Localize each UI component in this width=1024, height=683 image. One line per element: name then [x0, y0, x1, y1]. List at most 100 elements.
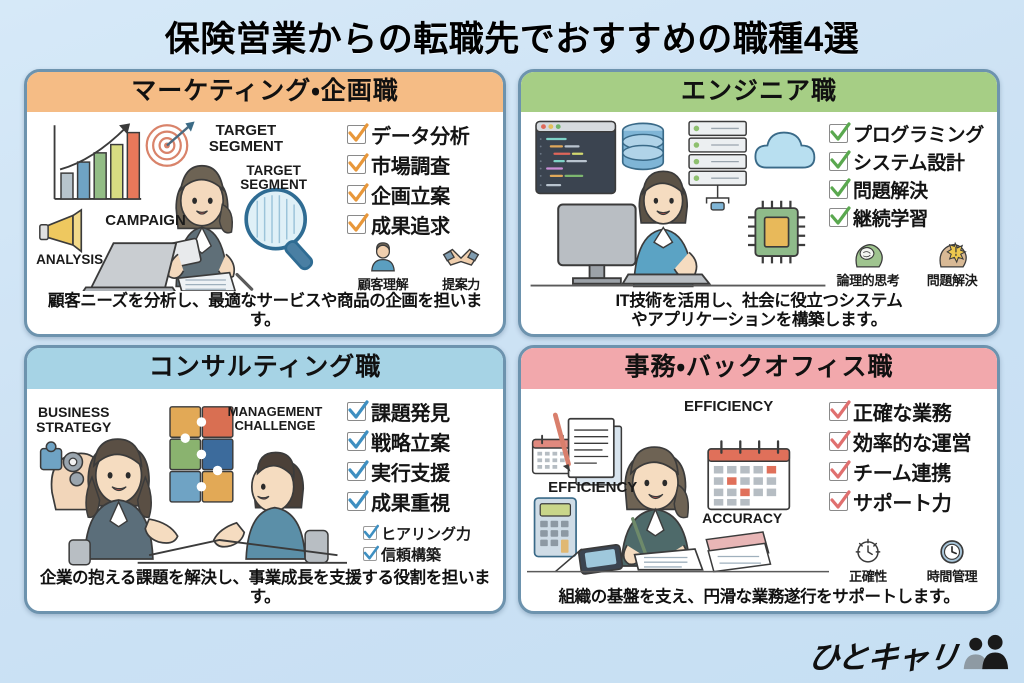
engineer-check-item[interactable]: 問題解決	[829, 176, 991, 203]
card-engineer[interactable]: エンジニア職	[518, 68, 1000, 338]
consulting-subcheck-item[interactable]: 信頼構築	[347, 544, 497, 565]
check-label: 効率的な運営	[853, 432, 972, 455]
checkbox-checked-icon[interactable]	[829, 178, 851, 200]
keyboard-icon	[621, 273, 712, 285]
clock-icon	[913, 532, 991, 566]
checkbox-checked-icon[interactable]	[347, 213, 369, 235]
engineer-icon-logical-thinking: 論理的思考	[829, 236, 907, 289]
marketing-check-item[interactable]: 市場調査	[347, 150, 497, 179]
monitor-icon	[557, 203, 637, 285]
subcheck-label: 信頼構築	[381, 546, 442, 564]
backoffice-illustration-svg	[527, 412, 829, 575]
icon-caption: 正確性	[849, 568, 887, 584]
card-consulting-body: BUSINESS STRATEGY MANAGEMENT CHALLENGE 課…	[27, 389, 503, 568]
office-woman-writing	[620, 445, 691, 567]
card-engineer-header: エンジニア職	[521, 71, 997, 113]
consulting-illustration-svg	[39, 405, 347, 566]
consultant-woman	[68, 438, 179, 566]
card-marketing[interactable]: マーケティング・企画職	[24, 68, 506, 338]
card-consulting-header: コンサルティング職	[27, 348, 503, 389]
check-label: サポート力	[853, 492, 952, 515]
backoffice-icon-pair: 正確性 時間管理	[829, 532, 991, 587]
card-engineer-footer-line2: やアプリケーションを構築します。	[631, 311, 887, 330]
consulting-check-item[interactable]: 戦略立案	[347, 427, 497, 456]
checkbox-checked-icon[interactable]	[829, 430, 851, 451]
marketing-checklist: データ分析 市場調査 企画立案	[347, 116, 497, 293]
checkbox-checked-icon[interactable]	[363, 524, 380, 541]
icon-caption: 顧客理解	[357, 277, 409, 293]
backoffice-check-item[interactable]: チーム連携	[829, 457, 991, 486]
checkbox-checked-icon[interactable]	[347, 460, 369, 481]
checkbox-checked-icon[interactable]	[347, 123, 369, 145]
backoffice-checklist: 正確な業務 効率的な運営 チーム連携	[829, 393, 991, 587]
consulting-check-item[interactable]: 実行支援	[347, 457, 497, 486]
marketing-check-item[interactable]: 企画立案	[347, 180, 497, 209]
document-icon	[176, 271, 254, 293]
card-engineer-body: プログラミング システム設計 問題解決	[521, 112, 997, 291]
backoffice-check-item[interactable]: 効率的な運営	[829, 427, 991, 456]
magnifier-icon	[244, 188, 314, 271]
marketing-illustration-svg	[39, 121, 314, 295]
bar-chart-icon	[53, 123, 142, 201]
checkbox-checked-icon[interactable]	[347, 153, 369, 175]
icon-caption: 時間管理	[926, 568, 978, 584]
checkbox-checked-icon[interactable]	[347, 430, 369, 451]
consulting-check-item[interactable]: 成果重視	[347, 487, 497, 516]
card-backoffice-header: 事務・バックオフィス職	[521, 348, 997, 389]
consulting-label-business-strategy: BUSINESS STRATEGY	[36, 404, 112, 435]
cards-grid: マーケティング・企画職	[0, 68, 1024, 614]
laptop-icon	[80, 242, 178, 295]
card-backoffice[interactable]: 事務・バックオフィス職	[518, 345, 1000, 614]
consulting-check-item[interactable]: 課題発見	[347, 397, 497, 426]
icon-caption: 問題解決	[926, 273, 978, 289]
card-consulting[interactable]: コンサルティング職	[24, 345, 506, 614]
consulting-illustration: BUSINESS STRATEGY MANAGEMENT CHALLENGE	[33, 393, 347, 568]
card-engineer-footer-line1: IT技術を活用し、社会に役立つシステム	[615, 292, 903, 311]
checkbox-checked-icon[interactable]	[829, 490, 851, 511]
card-backoffice-body: EFFICIENCY EFFICIENCY ACCURACY 正確な業務 効率的…	[521, 389, 997, 587]
consulting-subcheck-item[interactable]: ヒアリング力	[347, 523, 497, 544]
marketing-label-analysis: ANALYSIS	[36, 251, 104, 267]
checkbox-checked-icon[interactable]	[829, 206, 851, 228]
brain-head-icon	[829, 236, 907, 270]
engineer-illustration	[527, 116, 829, 291]
handshake-icon	[425, 240, 497, 274]
target-dart-icon	[145, 121, 195, 168]
marketing-illustration: TARGET SEGMENT TARGET SEGMENT CAMPAIGN A…	[33, 116, 347, 295]
documents-pen-icon	[552, 412, 623, 486]
checkbox-checked-icon[interactable]	[829, 150, 851, 172]
card-consulting-footer: 企業の抱える課題を解決し、事業成長を支援する役割を担います。	[39, 568, 491, 606]
checkbox-checked-icon[interactable]	[829, 122, 851, 144]
engineer-icon-pair: 論理的思考 問題解決	[829, 236, 991, 291]
checkbox-checked-icon[interactable]	[829, 460, 851, 481]
brand-logo[interactable]: ひとキャリ	[806, 632, 1010, 677]
cloud-icon	[754, 131, 816, 169]
check-label: 課題発見	[371, 402, 450, 425]
backoffice-label-efficiency-top: EFFICIENCY	[684, 397, 774, 415]
checkbox-checked-icon[interactable]	[829, 400, 851, 421]
backoffice-label-accuracy: ACCURACY	[702, 510, 783, 527]
check-label: 戦略立案	[371, 432, 450, 455]
brand-logo-text: ひとキャリ	[806, 640, 961, 675]
engineer-check-item[interactable]: 継続学習	[829, 204, 991, 231]
engineer-icon-problem-solving: 問題解決	[913, 236, 991, 289]
checkbox-checked-icon[interactable]	[347, 183, 369, 205]
check-label: プログラミング	[853, 125, 984, 147]
consulting-label-management-challenge: MANAGEMENT CHALLENGE	[227, 404, 323, 433]
check-label: 問題解決	[853, 181, 928, 203]
backoffice-check-item[interactable]: サポート力	[829, 487, 991, 516]
checkbox-checked-icon[interactable]	[347, 490, 369, 511]
engineer-check-item[interactable]: プログラミング	[829, 120, 991, 147]
marketing-check-item[interactable]: 成果追求	[347, 210, 497, 239]
code-window-icon	[535, 120, 617, 195]
card-marketing-header: マーケティング・企画職	[27, 71, 503, 113]
database-icon	[621, 122, 665, 171]
checkbox-checked-icon[interactable]	[363, 545, 380, 562]
calculator-icon	[533, 496, 577, 558]
engineer-check-item[interactable]: システム設計	[829, 148, 991, 175]
card-engineer-footer: IT技術を活用し、社会に役立つシステム やアプリケーションを構築します。	[521, 291, 997, 334]
checkbox-checked-icon[interactable]	[347, 400, 369, 421]
marketing-check-item[interactable]: データ分析	[347, 120, 497, 149]
paper-on-desk-icon	[633, 547, 704, 571]
backoffice-check-item[interactable]: 正確な業務	[829, 397, 991, 426]
